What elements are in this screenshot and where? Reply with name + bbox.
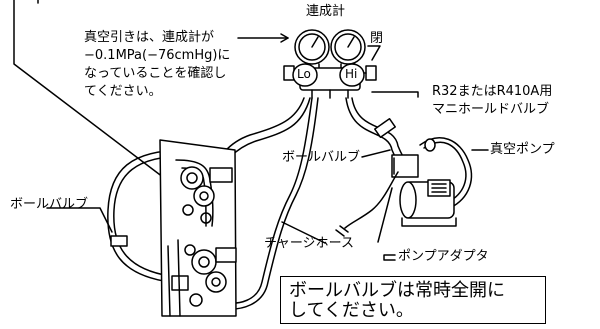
ball-valve-left xyxy=(110,235,128,247)
low-pressure-gauge xyxy=(294,29,330,71)
closed-label: 閉 xyxy=(370,31,384,46)
ball-valve-left-label: ボールバルブ xyxy=(10,197,89,212)
lo-knob-label: Lo xyxy=(297,67,311,81)
notice-box: ボールバルブは常時全開に してください。 xyxy=(280,276,546,324)
power-cord xyxy=(344,171,399,229)
vacuum-note-line-1: 真空引きは、連成計が xyxy=(84,30,215,45)
vacuum-note-line-4: てください。 xyxy=(84,84,162,99)
leader-pump-adapter xyxy=(377,187,393,243)
hose-left xyxy=(107,149,187,283)
hi-knob xyxy=(339,63,365,87)
plug xyxy=(335,225,349,237)
compound-gauge-label: 連成計 xyxy=(306,4,346,19)
pump-adapter xyxy=(391,154,419,178)
leader-ball-valve-left xyxy=(46,207,113,233)
lo-knob xyxy=(292,63,318,87)
ball-valve-right-label: ボールバルブ xyxy=(282,150,361,165)
manifold-valve-label-2: マニホールドバルブ xyxy=(432,102,550,117)
service-valve-panel xyxy=(159,139,237,317)
hose-center xyxy=(219,97,313,304)
hi-knob-label: Hi xyxy=(345,67,358,81)
charge-hose-label: チャージホース xyxy=(264,236,354,251)
leader-ball-valve-right xyxy=(361,149,391,158)
manifold-valve-label-1: R32またはR410A用 xyxy=(432,84,553,99)
pump-adapter-label: ポンプアダプタ xyxy=(398,249,489,264)
vacuum-note-line-3: なっていることを確認し xyxy=(84,66,227,81)
vacuum-pump-label: 真空ポンプ xyxy=(490,142,555,157)
leader-line-vacuum-note xyxy=(13,0,181,191)
ball-valve-right xyxy=(374,117,396,139)
vacuum-note-line-2: −0.1MPa(−76cmHg)に xyxy=(84,48,231,63)
notice-line-1: ボールバルブは常時全開に xyxy=(289,280,505,301)
leader-manifold xyxy=(371,91,419,98)
leader-closed xyxy=(367,45,381,61)
vacuum-pump xyxy=(399,137,473,227)
leader-charge-hose xyxy=(281,221,326,244)
notice-line-2: してください。 xyxy=(289,300,414,321)
